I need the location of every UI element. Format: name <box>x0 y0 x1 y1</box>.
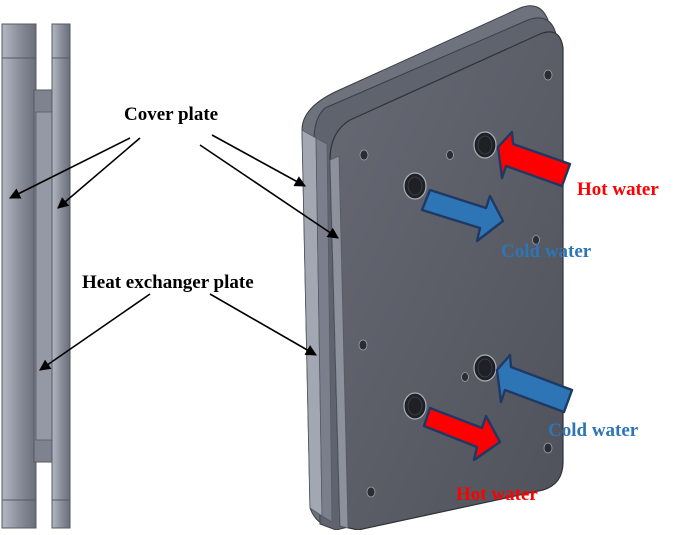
bolt-hole <box>366 486 376 498</box>
leader-arrow <box>211 134 306 187</box>
bolt-hole <box>532 235 540 245</box>
bolt-hole <box>543 69 553 81</box>
flow-arrows <box>420 130 574 462</box>
cover-plate-label: Cover plate <box>124 104 219 125</box>
port-top-right <box>473 131 497 159</box>
port-bottom-left <box>403 392 427 420</box>
leader-arrow <box>39 293 151 371</box>
bolt-hole <box>461 372 469 382</box>
side-cover-plate-left <box>1 23 37 529</box>
leader-arrow <box>8 137 131 199</box>
cold-water-label-top: Cold water <box>501 241 592 262</box>
bolt-hole <box>543 442 553 454</box>
ports <box>403 131 497 420</box>
leader-arrow <box>209 293 317 356</box>
hot-water-arrow-top <box>496 130 572 188</box>
bolt-holes <box>358 69 553 498</box>
cold-water-label-bottom: Cold water <box>548 420 639 441</box>
isometric-assembly <box>301 5 564 531</box>
bolt-hole <box>358 339 368 351</box>
heat-exchanger-plate-label: Heat exchanger plate <box>82 272 254 293</box>
leader-arrows <box>8 134 339 371</box>
hot-water-label-top: Hot water <box>577 179 659 200</box>
bolt-hole <box>359 149 369 161</box>
leader-arrow <box>57 137 141 209</box>
cold-water-arrow-top <box>420 188 505 243</box>
hot-water-arrow-bottom <box>422 406 502 462</box>
hot-water-label-bottom: Hot water <box>456 484 538 505</box>
bolt-hole <box>446 150 454 160</box>
leader-arrow <box>199 144 339 239</box>
side-view-assembly <box>1 23 71 529</box>
side-cover-plate-right <box>51 23 71 529</box>
cold-water-arrow-bottom <box>495 353 574 414</box>
port-top-left <box>403 172 427 200</box>
port-bottom-right <box>473 354 497 382</box>
